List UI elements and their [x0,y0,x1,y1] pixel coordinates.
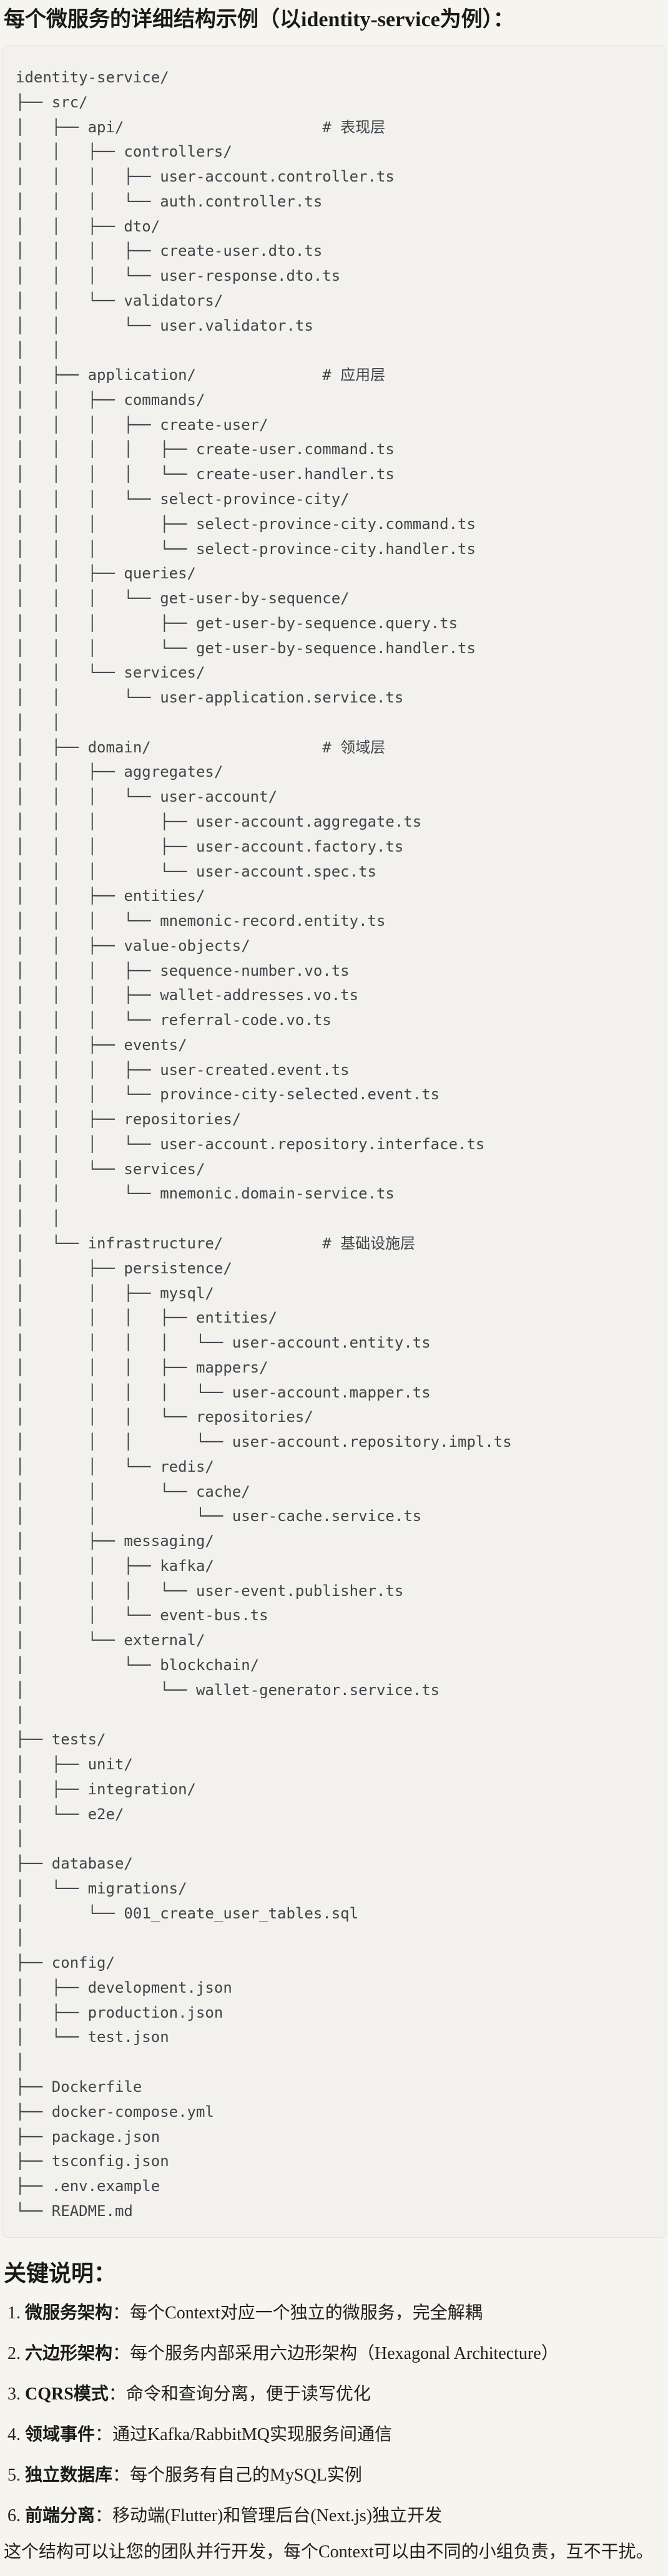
note-colon: ： [112,2303,130,2323]
note-colon: ： [108,2384,126,2404]
note-colon: ： [112,2465,130,2485]
note-desc: 每个Context对应一个独立的微服务，完全解耦 [130,2303,483,2323]
note-item: 1. 微服务架构：每个Context对应一个独立的微服务，完全解耦 [2,2301,666,2326]
note-desc: 每个服务有自己的MySQL实例 [130,2465,362,2485]
note-item: 2. 六边形架构：每个服务内部采用六边形架构（Hexagonal Archite… [2,2341,666,2366]
note-colon: ： [95,2424,113,2444]
note-number: 3. [7,2384,21,2404]
note-number: 6. [7,2506,21,2525]
note-desc: 移动端(Flutter)和管理后台(Next.js)独立开发 [112,2506,443,2525]
note-number: 4. [7,2424,21,2444]
note-term: 六边形架构 [25,2343,113,2363]
document-page: 每个微服务的详细结构示例（以identity-service为例）： ident… [0,7,668,2565]
note-item: 3. CQRS模式：命令和查询分离，便于读写优化 [2,2382,666,2407]
note-term: CQRS模式 [25,2384,109,2404]
note-item: 4. 领域事件：通过Kafka/RabbitMQ实现服务间通信 [2,2423,666,2447]
note-term: 前端分离 [25,2506,96,2525]
note-item: 6. 前端分离：移动端(Flutter)和管理后台(Next.js)独立开发 [2,2504,666,2529]
note-number: 1. [7,2303,21,2323]
note-desc: 通过Kafka/RabbitMQ实现服务间通信 [112,2424,392,2444]
note-term: 领域事件 [25,2424,96,2444]
note-number: 5. [7,2465,21,2485]
notes-heading: 关键说明： [4,2260,117,2286]
directory-tree-block: identity-service/ ├── src/ │ ├── api/ # … [2,45,666,2238]
note-term: 微服务架构 [25,2303,113,2323]
directory-tree: identity-service/ ├── src/ │ ├── api/ # … [16,69,512,2220]
note-number: 2. [7,2343,21,2363]
note-desc: 每个服务内部采用六边形架构（Hexagonal Architecture） [130,2343,559,2363]
page-title: 每个微服务的详细结构示例（以identity-service为例）： [4,8,514,31]
note-item: 5. 独立数据库：每个服务有自己的MySQL实例 [2,2463,666,2488]
closing-paragraph: 这个结构可以让您的团队并行开发，每个Context可以由不同的小组负责，互不干扰… [4,2542,654,2562]
note-colon: ： [95,2506,113,2525]
note-colon: ： [112,2343,130,2363]
note-desc: 命令和查询分离，便于读写优化 [125,2384,371,2404]
notes-list: 1. 微服务架构：每个Context对应一个独立的微服务，完全解耦 2. 六边形… [2,2301,666,2529]
note-term: 独立数据库 [25,2465,113,2485]
